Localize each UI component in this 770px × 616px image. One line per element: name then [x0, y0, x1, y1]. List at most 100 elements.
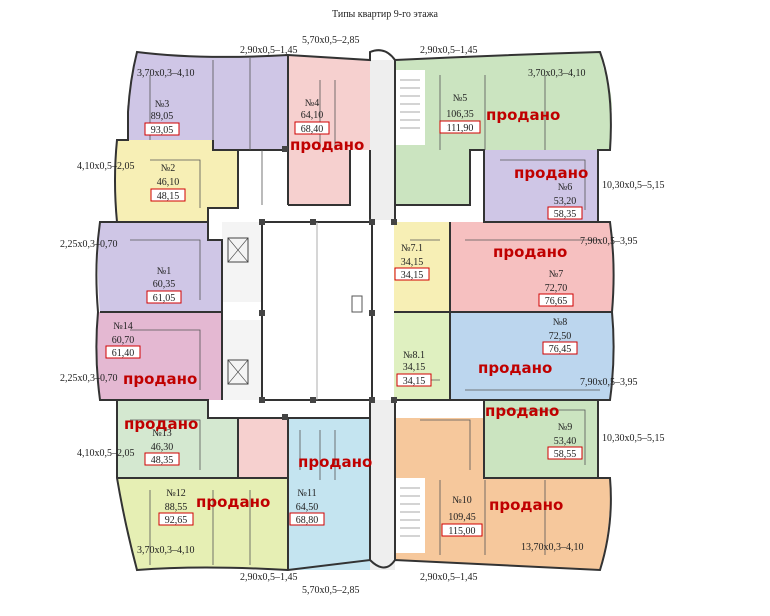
- svg-text:72,50: 72,50: [549, 331, 572, 342]
- corridor-bottom: [370, 400, 395, 570]
- svg-text:№14: №14: [113, 321, 133, 332]
- sold-marker-apartment-6: продано: [514, 164, 588, 182]
- svg-text:46,30: 46,30: [151, 442, 174, 453]
- sold-marker-apartment-8: продано: [478, 359, 552, 377]
- svg-text:109,45: 109,45: [448, 512, 476, 523]
- dim-bottom-center: 5,70x0,5–2,85: [302, 585, 360, 596]
- dim-left-lower: 4,10x0,5–2,05: [77, 448, 135, 459]
- apartment-4-label[interactable]: №4 64,10 68,40: [294, 98, 330, 135]
- svg-text:№12: №12: [166, 488, 186, 499]
- walls: [95, 49, 615, 572]
- svg-text:53,40: 53,40: [554, 436, 577, 447]
- svg-text:64,10: 64,10: [301, 110, 324, 121]
- dim-tr-corner: 3,70x0,3–4,10: [528, 68, 586, 79]
- apartment-11-label[interactable]: №11 64,50 68,80: [289, 488, 325, 526]
- sold-marker-apartment-13: продано: [124, 415, 198, 433]
- zone-apartment-14[interactable]: [97, 312, 222, 400]
- svg-text:№5: №5: [453, 93, 468, 104]
- apartment-zones: [97, 52, 613, 570]
- svg-text:46,10: 46,10: [157, 177, 180, 188]
- svg-text:№9: №9: [558, 422, 573, 433]
- svg-text:64,50: 64,50: [296, 502, 319, 513]
- svg-text:92,65: 92,65: [165, 515, 188, 526]
- apartment-14-label[interactable]: №14 60,70 61,40: [105, 321, 141, 359]
- zone-apartment-2[interactable]: [116, 140, 238, 222]
- apartment-7-label[interactable]: №7 72,70 76,65: [538, 269, 574, 307]
- zone-apartment-12[interactable]: [117, 478, 288, 570]
- apartment-10-label[interactable]: №10 109,45 115,00: [441, 495, 483, 537]
- sold-marker-apartment-9: продано: [485, 402, 559, 420]
- svg-text:34,15: 34,15: [401, 270, 424, 281]
- zone-apartment-7-1[interactable]: [394, 222, 450, 312]
- svg-text:№6: №6: [558, 182, 573, 193]
- sold-marker-apartment-14: продано: [123, 370, 197, 388]
- svg-text:60,70: 60,70: [112, 335, 135, 346]
- zone-apartment-5-annex: [585, 52, 612, 110]
- svg-text:№7: №7: [549, 269, 564, 280]
- svg-text:48,15: 48,15: [157, 191, 180, 202]
- dim-top-right: 2,90x0,5–1,45: [420, 45, 478, 56]
- zone-apartment-13[interactable]: [116, 400, 238, 478]
- svg-text:68,40: 68,40: [301, 124, 324, 135]
- sold-marker-apartment-7: продано: [493, 243, 567, 261]
- svg-text:34,15: 34,15: [403, 376, 426, 387]
- apartment-8-label[interactable]: №8 72,50 76,45: [542, 317, 578, 355]
- svg-text:№3: №3: [155, 99, 170, 110]
- dim-bottom-right: 2,90x0,5–1,45: [420, 572, 478, 583]
- svg-text:№10: №10: [452, 495, 472, 506]
- svg-text:34,15: 34,15: [403, 362, 426, 373]
- dim-left-mid-lower: 2,25x0,3–0,70: [60, 373, 118, 384]
- svg-text:58,35: 58,35: [554, 209, 577, 220]
- dim-bl-corner: 3,70x0,3–4,10: [137, 545, 195, 556]
- apartment-9-label[interactable]: №9 53,40 58,55: [547, 422, 583, 460]
- svg-text:61,40: 61,40: [112, 348, 135, 359]
- svg-text:№8: №8: [553, 317, 568, 328]
- svg-text:№1: №1: [157, 266, 172, 277]
- svg-text:58,55: 58,55: [554, 449, 577, 460]
- svg-text:93,05: 93,05: [151, 125, 174, 136]
- sold-marker-apartment-10: продано: [489, 496, 563, 514]
- corridor-top: [370, 60, 395, 220]
- dim-right-lower: 10,30x0,5–5,15: [602, 433, 665, 444]
- dim-left-upper: 4,10x0,5–2,05: [77, 161, 135, 172]
- zone-apartment-12-annex: [238, 418, 288, 478]
- sold-marker-apartment-4: продано: [290, 136, 364, 154]
- dim-left-mid-upper: 2,25x0,3–0,70: [60, 239, 118, 250]
- dim-top-left: 2,90x0,5–1,45: [240, 45, 298, 56]
- sold-marker-apartment-11: продано: [298, 453, 372, 471]
- apartment-12-label[interactable]: №12 88,55 92,65: [158, 488, 194, 526]
- zone-apartment-11[interactable]: [288, 418, 370, 570]
- dim-right-mid-lower: 7,90x0,5–3,95: [580, 377, 638, 388]
- svg-text:88,55: 88,55: [165, 502, 188, 513]
- zone-apartment-6[interactable]: [484, 150, 598, 222]
- zone-apartment-8[interactable]: [450, 312, 613, 400]
- svg-text:76,45: 76,45: [549, 344, 572, 355]
- apartment-2-label[interactable]: №2 46,10 48,15: [150, 163, 186, 202]
- apartment-6-label[interactable]: №6 53,20 58,35: [547, 182, 583, 220]
- apartment-3-label[interactable]: №3 89,05 93,05: [144, 99, 180, 136]
- svg-text:89,05: 89,05: [151, 111, 174, 122]
- apartment-labels: №3 89,05 93,05 №4 64,10 68,40 №5 106,35 …: [105, 93, 583, 537]
- svg-text:111,90: 111,90: [447, 123, 474, 134]
- apartment-7-1-label[interactable]: №7.1 34,15 34,15: [394, 243, 430, 281]
- plan-title: Типы квартир 9-го этажа: [332, 9, 439, 20]
- apartment-8-1-label[interactable]: №8.1 34,15 34,15: [396, 350, 432, 387]
- zone-apartment-1[interactable]: [98, 222, 222, 312]
- apartment-1-label[interactable]: №1 60,35 61,05: [146, 266, 182, 304]
- sold-marker-apartment-12: продано: [196, 493, 270, 511]
- zone-apartment-5[interactable]: [395, 52, 610, 205]
- svg-text:68,80: 68,80: [296, 515, 319, 526]
- svg-text:№4: №4: [305, 98, 320, 109]
- apartment-5-label[interactable]: №5 106,35 111,90: [439, 93, 481, 134]
- zone-apartment-7[interactable]: [450, 222, 613, 312]
- svg-text:115,00: 115,00: [448, 526, 475, 537]
- svg-text:106,35: 106,35: [446, 109, 474, 120]
- dim-bottom-left: 2,90x0,5–1,45: [240, 572, 298, 583]
- svg-text:34,15: 34,15: [401, 257, 424, 268]
- stair-right-top: [395, 70, 425, 145]
- apartment-13-label[interactable]: №13 46,30 48,35: [144, 428, 180, 466]
- svg-text:№11: №11: [297, 488, 316, 499]
- svg-text:№8.1: №8.1: [403, 350, 425, 361]
- svg-text:№13: №13: [152, 428, 172, 439]
- sold-markers: продано продано продано продано продано …: [123, 106, 588, 514]
